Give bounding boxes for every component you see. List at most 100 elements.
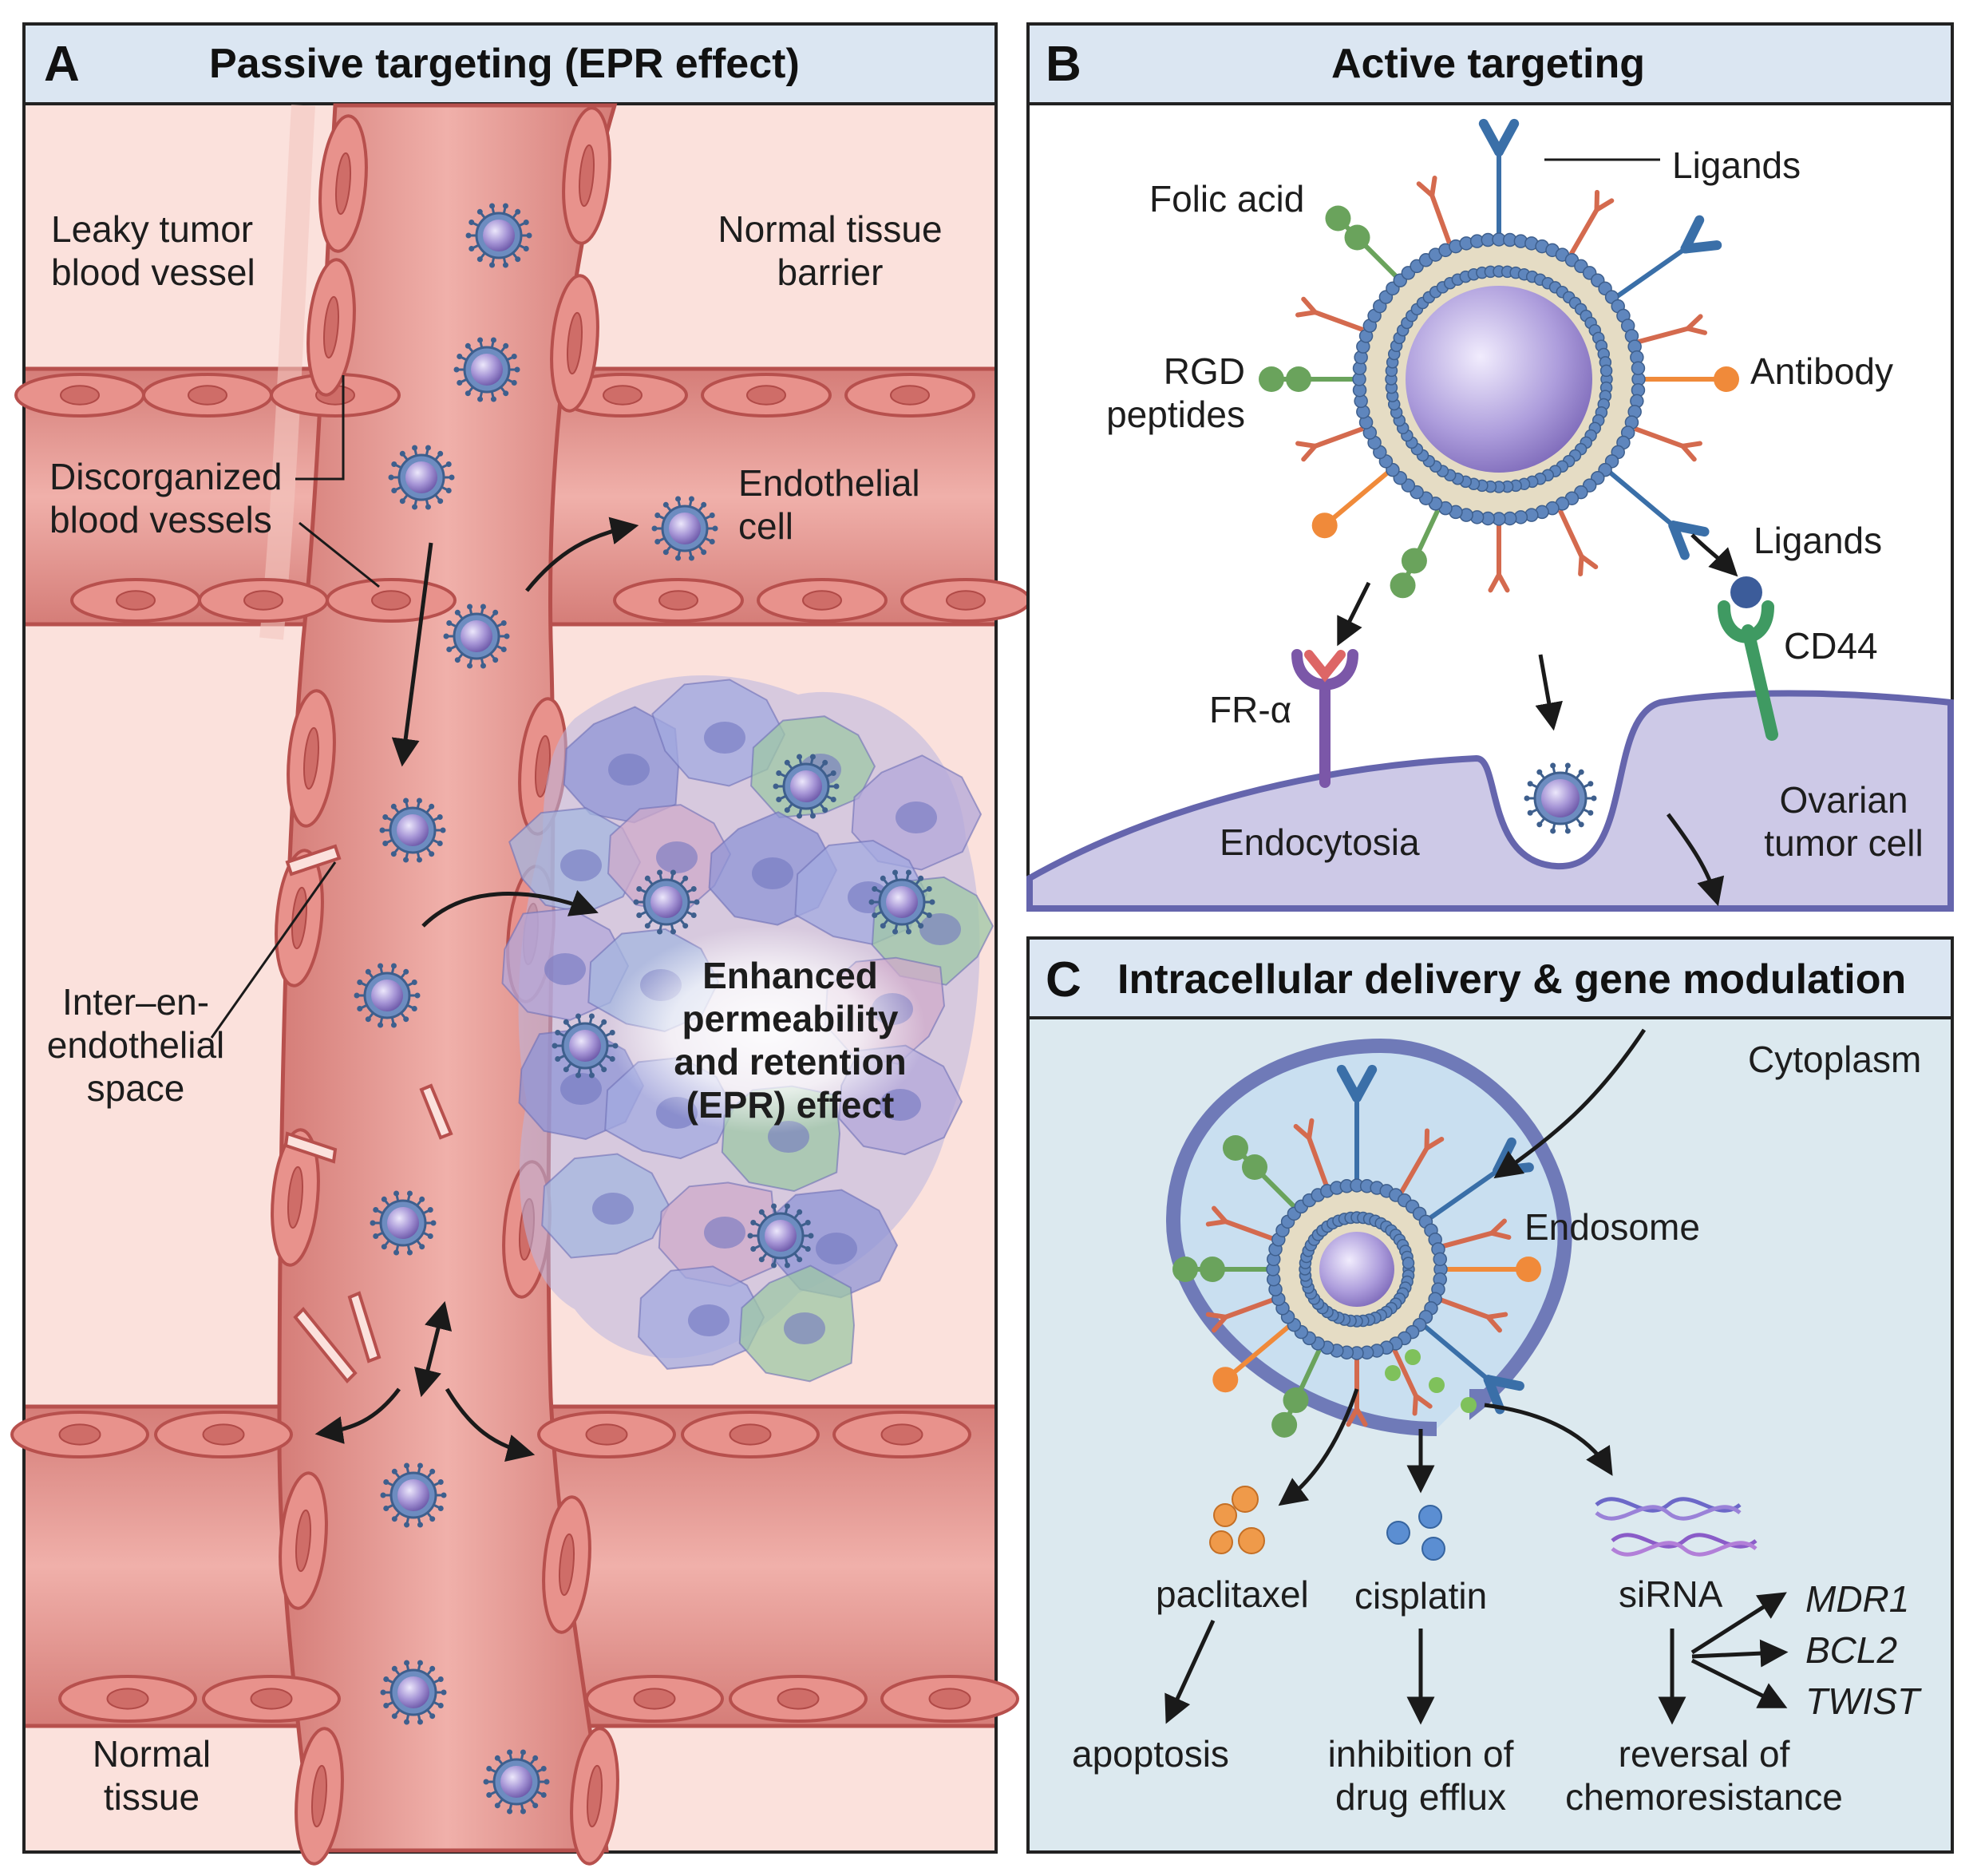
inter-endothelial-gaps	[283, 844, 453, 1383]
endothelial-cell	[306, 258, 356, 397]
cisplatin-molecules	[1386, 1505, 1445, 1561]
nanoparticles-panel-a	[354, 203, 935, 1815]
sirna-duplex	[1595, 1497, 1758, 1557]
arrow-bidirectional	[413, 1300, 453, 1398]
label-endosome: Endosome	[1524, 1206, 1700, 1248]
tumor-cell	[638, 1265, 765, 1370]
endothelial-cell	[900, 578, 1031, 623]
nanoparticle	[651, 496, 718, 561]
endothelial-cell	[279, 1471, 328, 1610]
label-ligands-top: Ligands	[1672, 144, 1801, 186]
panel-a-title: Passive targeting (EPR effect)	[209, 41, 800, 87]
label-cisplatin: cisplatin	[1354, 1575, 1488, 1617]
tumor-cell	[541, 1153, 670, 1259]
nanoparticle	[380, 1660, 447, 1725]
panel-b-title: Active targeting	[1331, 41, 1645, 87]
panel-c-title: Intracellular delivery & gene modulation	[1117, 956, 1907, 1003]
endothelial-cell	[154, 1411, 293, 1458]
label-antibody: Antibody	[1750, 350, 1894, 392]
vertical-vessel	[259, 103, 618, 1853]
endothelial-cell	[142, 373, 273, 418]
label-epr-effect: Enhanced permeability and retention (EPR…	[674, 955, 907, 1126]
panel-c-letter: C	[1046, 952, 1081, 1007]
leader-lines-a	[210, 375, 380, 1039]
label-inhibition-drug-efflux: inhibition of drug efflux	[1327, 1733, 1514, 1818]
arrow-to-tumor	[421, 890, 599, 928]
endothelial-cell	[701, 373, 832, 418]
endothelial-cell	[326, 578, 457, 623]
ovarian-tumor-cell-membrane	[1026, 690, 1954, 912]
released-payload	[1385, 1349, 1477, 1413]
endothelial-cell	[271, 1128, 320, 1267]
label-sirna: siRNA	[1619, 1573, 1723, 1615]
endothelial-cell	[295, 1727, 344, 1866]
label-folic-acid: Folic acid	[1149, 178, 1305, 220]
tumor-cell	[651, 679, 786, 787]
label-endothelial-cell: Endothelial cell	[738, 462, 920, 547]
endothelial-cell	[14, 373, 145, 418]
label-bcl2: BCL2	[1805, 1629, 1898, 1671]
nanoparticle	[388, 445, 455, 510]
fr-alpha-receptor	[1291, 649, 1358, 788]
nanoparticle	[552, 1013, 619, 1079]
tumor-cell	[851, 754, 983, 871]
arrow-bottom-left	[314, 1387, 401, 1444]
label-twist: TWIST	[1805, 1680, 1920, 1722]
arrow-down-vessel	[391, 542, 433, 767]
paclitaxel-molecules	[1209, 1486, 1265, 1554]
endothelial-cell	[287, 689, 336, 828]
label-apoptosis: apoptosis	[1072, 1733, 1229, 1775]
arrows-panel-a	[314, 516, 639, 1462]
label-inter-endothelial-space: Inter–en- endothelial space	[46, 981, 225, 1109]
label-reversal-chemoresistance: reversal of chemoresistance	[1565, 1733, 1843, 1818]
nanoparticle	[483, 1749, 550, 1815]
endothelial-cell	[550, 274, 599, 413]
endothelial-cell	[10, 1411, 149, 1458]
arrow-to-endothelial	[525, 516, 639, 592]
panel-b-letter: B	[1046, 37, 1081, 92]
nanoparticle	[465, 203, 532, 268]
label-leaky-vessel: Leaky tumor blood vessel	[51, 208, 255, 293]
nanoparticle	[453, 337, 520, 402]
tumor-cell	[658, 1181, 777, 1288]
label-cd44: CD44	[1784, 625, 1878, 667]
arrows-panel-c	[1164, 1028, 1789, 1725]
panel-c	[1026, 936, 1954, 1854]
endothelial-cell	[880, 1675, 1019, 1723]
endothelial-cell	[70, 578, 201, 623]
label-normal-barrier: Normal tissue barrier	[718, 208, 943, 293]
targeted-nanoparticle	[1259, 118, 1739, 599]
panel-a	[10, 22, 1031, 1866]
label-endocytosia: Endocytosia	[1220, 821, 1420, 863]
nanoparticle	[1524, 762, 1597, 834]
nanoparticle	[354, 963, 421, 1028]
label-disorganized-vessels: Discorganized blood vessels	[49, 456, 283, 540]
tumor-cell	[508, 807, 642, 914]
endothelial-cell	[585, 1675, 724, 1723]
endothelial-cell	[729, 1675, 868, 1723]
arrows-panel-b	[1337, 533, 1738, 907]
tumor-cell	[563, 706, 680, 824]
nanoparticle	[380, 1462, 447, 1528]
endothelial-cell	[832, 1411, 971, 1458]
endothelial-cell	[270, 373, 401, 418]
label-cytoplasm: Cytoplasm	[1748, 1039, 1922, 1080]
endothelial-cell	[202, 1675, 341, 1723]
endothelial-cell	[275, 849, 324, 987]
tumor-cell	[738, 1265, 856, 1383]
endothelial-cell	[562, 106, 611, 245]
nanoparticle	[370, 1190, 437, 1256]
endothelial-cell	[613, 578, 744, 623]
label-rgd-peptides: RGD peptides	[1106, 350, 1245, 435]
label-paclitaxel: paclitaxel	[1156, 1573, 1309, 1615]
label-fr-alpha: FR-α	[1209, 689, 1292, 730]
nanoparticle	[379, 797, 446, 863]
label-ovarian-tumor-cell: Ovarian tumor cell	[1764, 779, 1924, 864]
endosomal-nanoparticle	[1172, 1064, 1541, 1438]
endothelial-cell	[542, 1495, 591, 1634]
endothelial-cell	[681, 1411, 820, 1458]
nanoparticle	[868, 869, 935, 935]
endothelial-cell	[757, 578, 888, 623]
